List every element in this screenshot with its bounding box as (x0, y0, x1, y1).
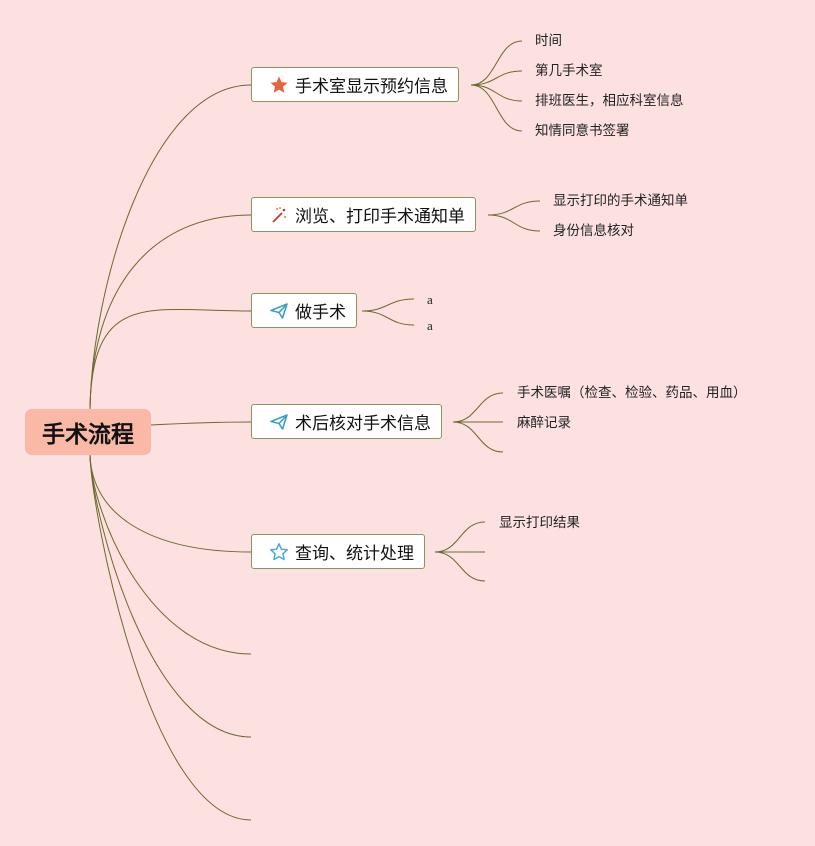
leaf-connector (452, 421, 504, 453)
leaf-connector (361, 298, 415, 312)
leaf-connector (487, 200, 541, 216)
leaf-medical-orders[interactable]: 手术医嘱（检查、检验、药品、用血） (517, 385, 747, 401)
root-connector (89, 214, 252, 410)
leaf-print-results[interactable]: 显示打印结果 (499, 515, 580, 531)
leaf-anesthesia-record[interactable]: 麻醉记录 (517, 415, 571, 431)
leaf-connector (434, 551, 486, 582)
leaf-doctor-schedule[interactable]: 排班医生，相应科室信息 (535, 93, 684, 109)
leaf-show-notice[interactable]: 显示打印的手术通知单 (553, 193, 688, 209)
leaf-connector (487, 214, 541, 232)
topic-label: 术后核对手术信息 (295, 414, 431, 434)
star-outline-icon (269, 542, 289, 562)
sparkle-wand-icon (269, 205, 289, 225)
root-topic[interactable]: 手术流程 (25, 409, 151, 455)
topic-post-op-check[interactable]: 术后核对手术信息 (251, 404, 442, 439)
leaf-time[interactable]: 时间 (535, 33, 562, 49)
leaf-connector (470, 84, 523, 102)
leaf-consent-form[interactable]: 知情同意书签署 (535, 123, 630, 139)
topic-label: 手术室显示预约信息 (295, 77, 448, 97)
topic-label: 做手术 (295, 303, 346, 323)
root-connector (89, 454, 252, 655)
leaf-connector (470, 84, 523, 132)
leaf-connector (470, 70, 523, 86)
topic-query-stats[interactable]: 查询、统计处理 (251, 534, 425, 569)
leaf-identity-check[interactable]: 身份信息核对 (553, 223, 634, 239)
paper-plane-icon (269, 301, 289, 321)
leaf-connector (434, 521, 486, 553)
topic-surgery[interactable]: 做手术 (251, 293, 357, 328)
leaf-room-number[interactable]: 第几手术室 (535, 63, 603, 79)
star-filled-icon (269, 75, 289, 95)
root-connector (89, 454, 252, 821)
leaf-a-2[interactable]: a (427, 318, 433, 333)
topic-print-notice[interactable]: 浏览、打印手术通知单 (251, 197, 476, 232)
root-connector (150, 421, 252, 426)
paper-plane-icon (269, 412, 289, 432)
root-connector (89, 84, 252, 410)
root-label: 手术流程 (42, 422, 134, 448)
root-connector (89, 454, 252, 738)
leaf-connector (361, 310, 415, 326)
topic-appointment-info[interactable]: 手术室显示预约信息 (251, 67, 459, 102)
leaf-a-1[interactable]: a (427, 292, 433, 307)
leaf-connector (470, 40, 523, 86)
leaf-connector (452, 392, 504, 423)
root-connector (89, 454, 252, 553)
root-connector (89, 308, 252, 410)
topic-label: 浏览、打印手术通知单 (295, 207, 465, 227)
topic-label: 查询、统计处理 (295, 544, 414, 564)
